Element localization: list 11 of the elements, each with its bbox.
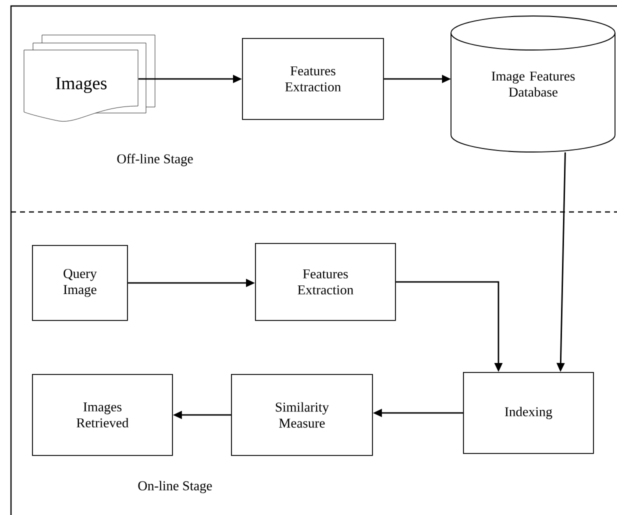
- database-cylinder: Image Features Database: [450, 16, 616, 152]
- process-box: Features Extraction: [242, 38, 384, 120]
- stage-label: On-line Stage: [138, 480, 212, 494]
- document-stack: Images: [24, 34, 156, 122]
- stage-label: Off-line Stage: [117, 154, 193, 166]
- process-box: Similarity Measure: [231, 374, 373, 456]
- process-box: Features Extraction: [255, 243, 396, 321]
- process-box: Indexing: [463, 372, 594, 454]
- process-box: Query Image: [32, 245, 128, 321]
- process-box: Images Retrieved: [32, 374, 173, 456]
- node-label: Image Features Database: [492, 72, 575, 97]
